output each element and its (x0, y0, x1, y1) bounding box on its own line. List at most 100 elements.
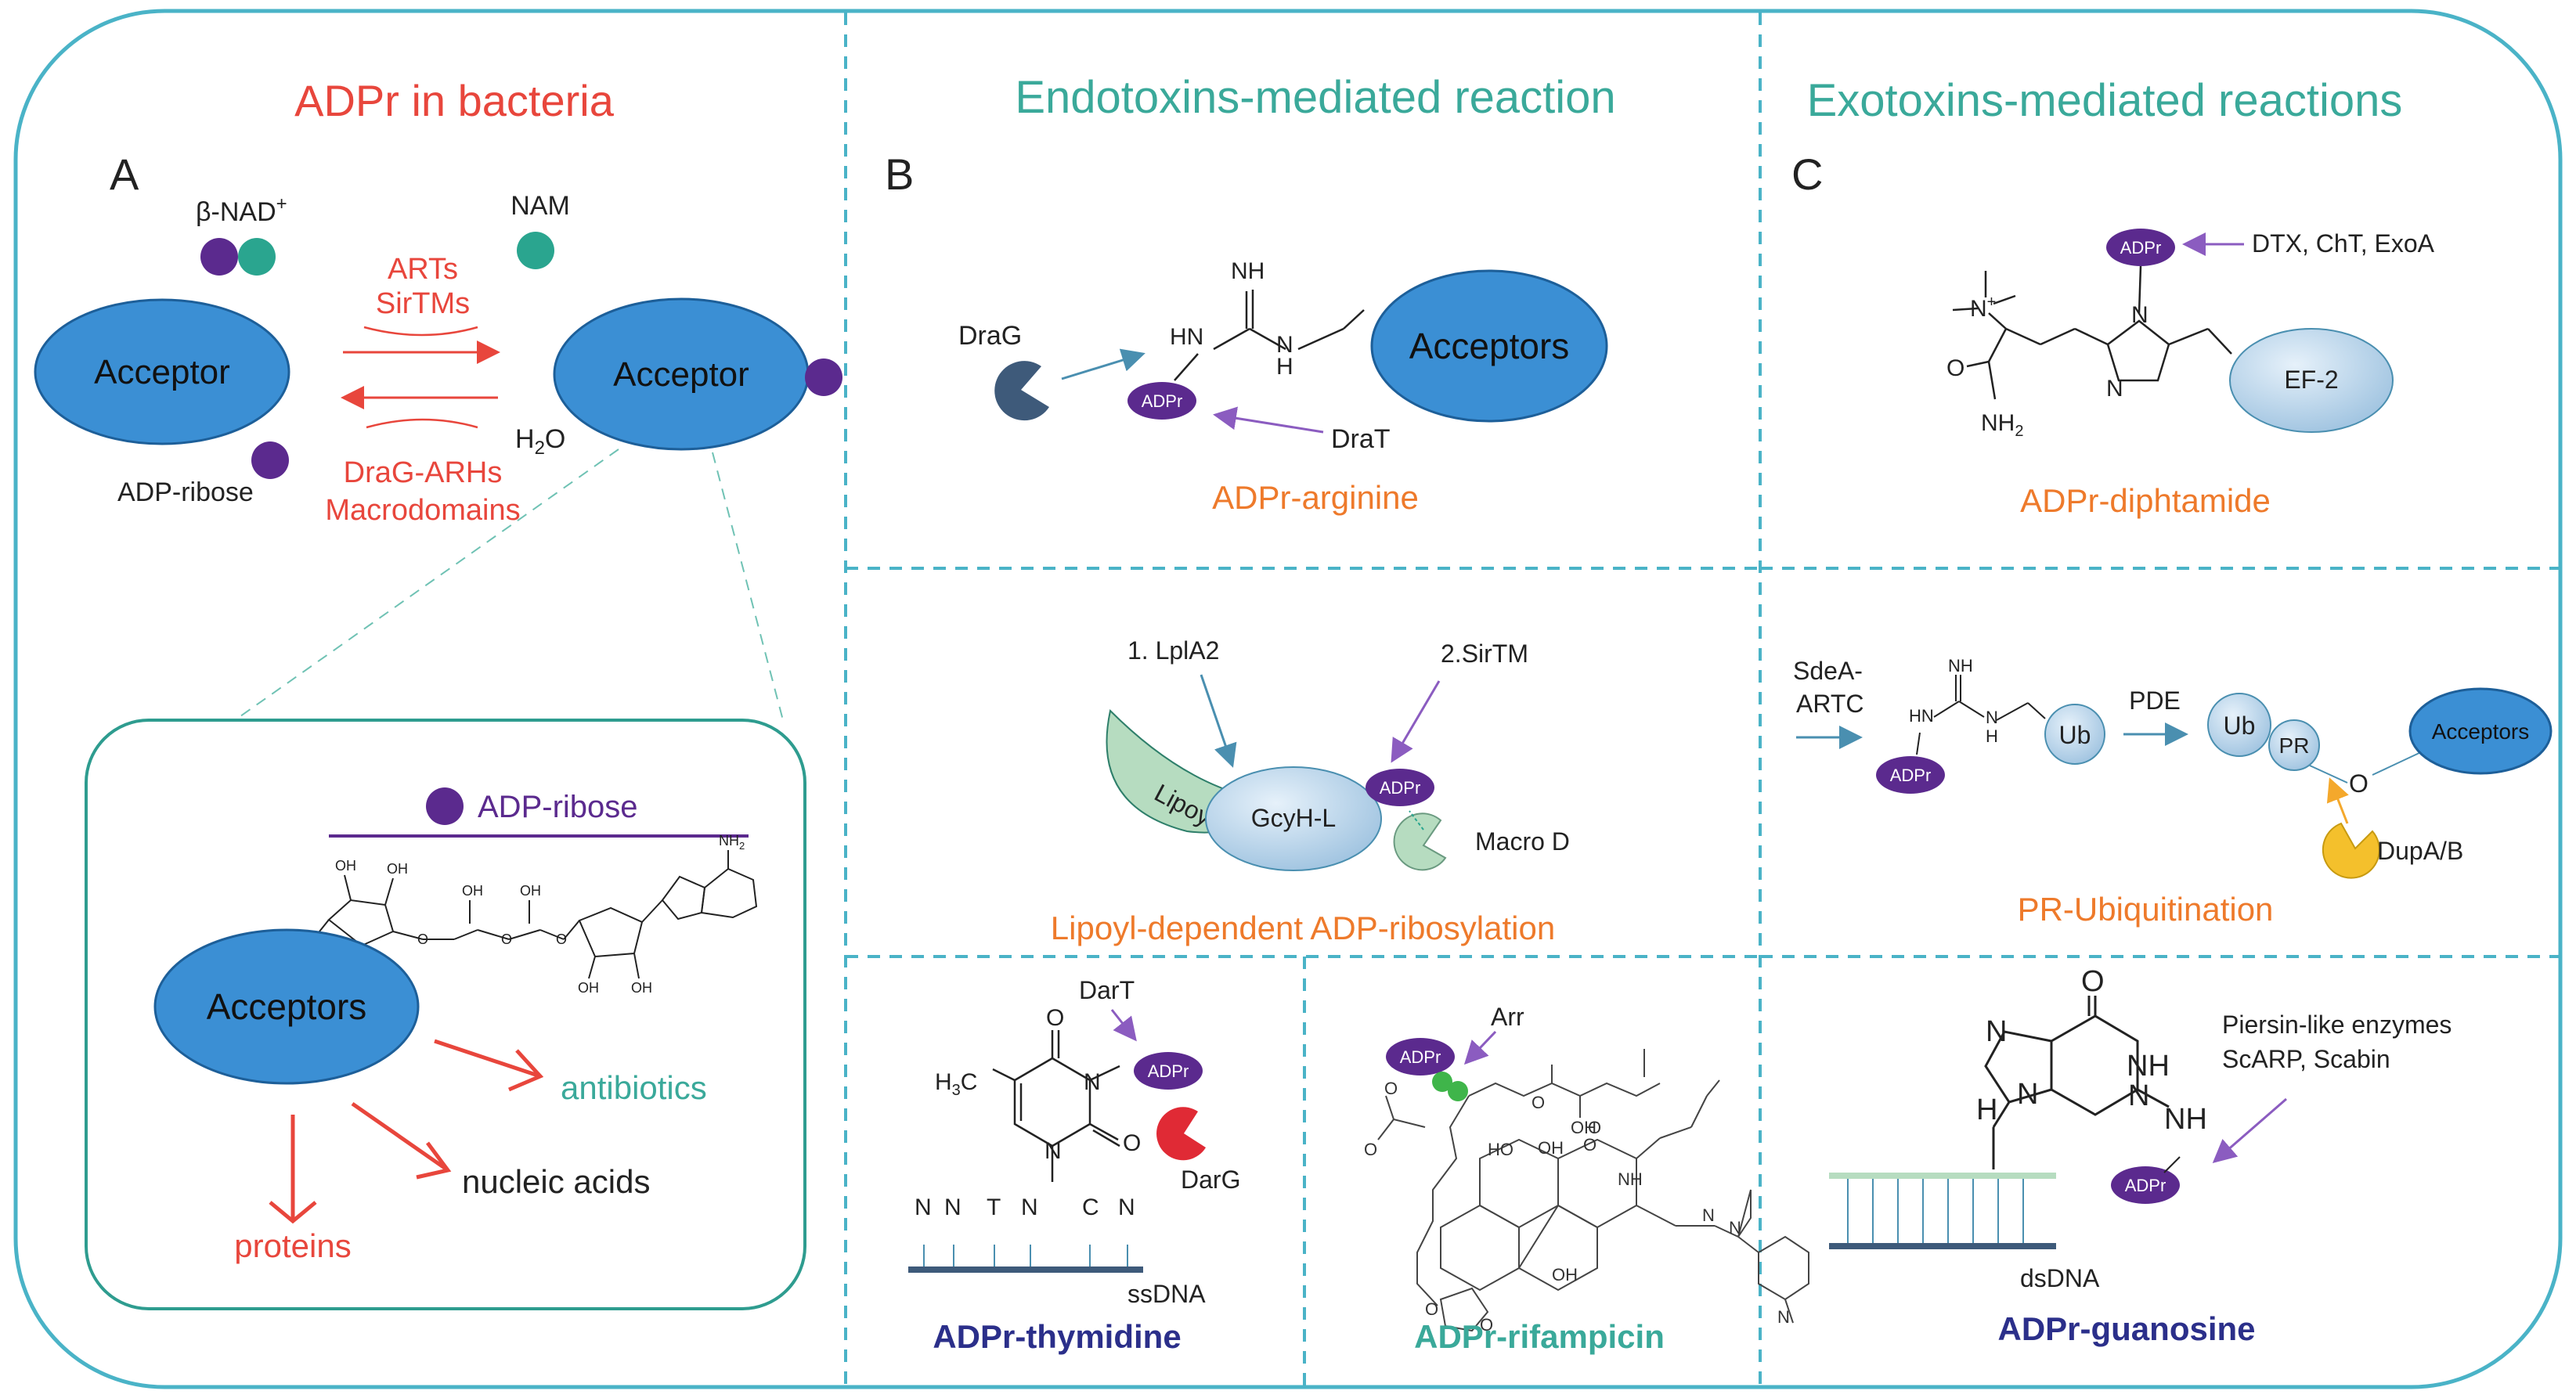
nam-dot (517, 232, 554, 269)
ssdna-backbone (908, 1266, 1143, 1273)
ub-label-1: Ub (2059, 721, 2091, 749)
dart-arrow (1110, 1009, 1137, 1042)
acceptor-left-label: Acceptor (94, 353, 230, 391)
panel-a-letter: A (110, 150, 139, 199)
drag-arh-label: DraG-ARHs (344, 456, 503, 489)
drat-label: DraT (1331, 424, 1391, 454)
sirtm-arrow (1391, 680, 1441, 763)
o-acceptor-bond (2372, 751, 2423, 776)
zoom-line-right (712, 452, 784, 721)
macrodomains-label: Macrodomains (325, 494, 520, 527)
diphthamide-adpr-label: ADPr (2120, 238, 2162, 258)
svg-text:O: O (1046, 1005, 1064, 1031)
ef2-protein (2229, 328, 2394, 433)
inset-acceptors (153, 928, 420, 1085)
ub-bubble-1 (2044, 704, 2105, 765)
svg-text:NH2: NH2 (1981, 410, 2023, 440)
diphthamide-caption: ADPr-diphtamide (2020, 482, 2271, 519)
target-antibiotics: antibiotics (561, 1069, 707, 1106)
svg-text:OH: OH (462, 883, 483, 899)
lipoyl-step2: 2.SirTM (1441, 640, 1528, 668)
arginine-atoms: NH HN N H (1170, 258, 1293, 380)
svg-text:O: O (556, 931, 567, 947)
svg-text:O: O (1588, 1118, 1601, 1137)
svg-text:N: N (1084, 1069, 1101, 1095)
drat-arrow (1213, 406, 1324, 434)
svg-text:HN: HN (1909, 706, 1934, 726)
guanosine-adpr-bubble (2111, 1166, 2180, 1204)
sirtm-label: SirTMs (376, 287, 470, 320)
panel-dividers (844, 13, 2559, 1385)
macro-d-icon (1393, 812, 1447, 871)
arr-arrow (1463, 1030, 1497, 1065)
guanine-structure (1984, 996, 2170, 1169)
outer-frame (13, 9, 2563, 1389)
sdea-label-2: ARTC (1796, 690, 1864, 718)
rifampicin-structure (1377, 1049, 1809, 1332)
svg-text:H: H (1976, 1094, 1997, 1126)
svg-text:N: N (1986, 708, 1998, 727)
acceptor-left (34, 298, 290, 445)
arginine-structure (1174, 290, 1365, 381)
arginine-acceptors (1370, 269, 1608, 423)
inset-box (85, 719, 806, 1310)
svg-text:N: N (944, 1194, 961, 1220)
sdea-label-1: SdeA- (1793, 657, 1863, 685)
target-nucleic-acids: nucleic acids (462, 1163, 650, 1200)
lipoyl-step1: 1. LplA2 (1127, 636, 1219, 665)
svg-text:O: O (1425, 1299, 1438, 1319)
darg-icon (1156, 1107, 1206, 1161)
ssdna-ticks (923, 1245, 1128, 1268)
drag-enzyme-icon (994, 361, 1049, 421)
svg-text:OH: OH (1538, 1138, 1564, 1158)
svg-text:N: N (1118, 1194, 1135, 1220)
svg-text:O: O (1946, 355, 1964, 381)
diphthamide-adpr-bubble (2106, 229, 2175, 266)
panel-b-title: Endotoxins-mediated reaction (1015, 72, 1615, 123)
svg-text:OH: OH (578, 980, 599, 996)
guanosine-adpr-bond (2163, 1156, 2181, 1173)
svg-text:HN: HN (1170, 324, 1203, 350)
diphthamide-structure (1952, 265, 2232, 400)
svg-text:N: N (1276, 332, 1293, 358)
nad-nam-dot (238, 238, 276, 276)
svg-text:O: O (501, 931, 512, 947)
svg-text:O: O (1532, 1093, 1545, 1112)
acceptor-right-label: Acceptor (613, 355, 749, 394)
svg-text:O: O (1364, 1140, 1377, 1159)
panel-c-title: Exotoxins-mediated reactions (1807, 75, 2403, 126)
ssdna-bases: N N T N C N (915, 1194, 1135, 1220)
dupab-label: DupA/B (2377, 837, 2463, 865)
adp-ribose-atoms: OH OH OH OH O O O OH OH NH2 (335, 833, 745, 996)
panel-c-letter: C (1791, 150, 1823, 199)
svg-text:H3C: H3C (935, 1069, 977, 1099)
rifampicin-link-dot-1 (1432, 1072, 1452, 1092)
zoom-line-left (234, 449, 619, 721)
svg-text:O: O (1583, 1135, 1596, 1155)
target-arrows (269, 1039, 544, 1224)
svg-text:C: C (1082, 1194, 1099, 1220)
rifampicin-adpr-bubble (1386, 1038, 1455, 1076)
svg-text:OH: OH (520, 883, 541, 899)
target-proteins: proteins (234, 1227, 351, 1264)
svg-text:O: O (1480, 1315, 1493, 1335)
svg-text:N: N (1986, 1015, 2007, 1048)
ef2-label: EF-2 (2284, 366, 2338, 394)
water-label: H2O (515, 424, 565, 459)
guanosine-adpr-label: ADPr (2125, 1176, 2167, 1195)
gcyh-l-label: GcyH-L (1251, 804, 1336, 832)
ub-adpr-bubble (1876, 756, 1945, 794)
panel-b-letter: B (885, 150, 914, 199)
guanine-atoms: O N N N NH NH H (1976, 965, 2207, 1136)
ub-bubble-2 (2207, 693, 2271, 757)
arginine-adpr-label: ADPr (1142, 391, 1183, 411)
macro-d-arrow (1409, 810, 1424, 831)
svg-text:N: N (2131, 302, 2148, 328)
dupab-icon (2322, 822, 2380, 879)
released-adpr-dot (251, 441, 289, 479)
lpla2-arrow (1200, 674, 1237, 768)
svg-text:N: N (1777, 1307, 1790, 1327)
dupab-arrow (2326, 777, 2349, 824)
dart-label: DarT (1079, 976, 1135, 1004)
